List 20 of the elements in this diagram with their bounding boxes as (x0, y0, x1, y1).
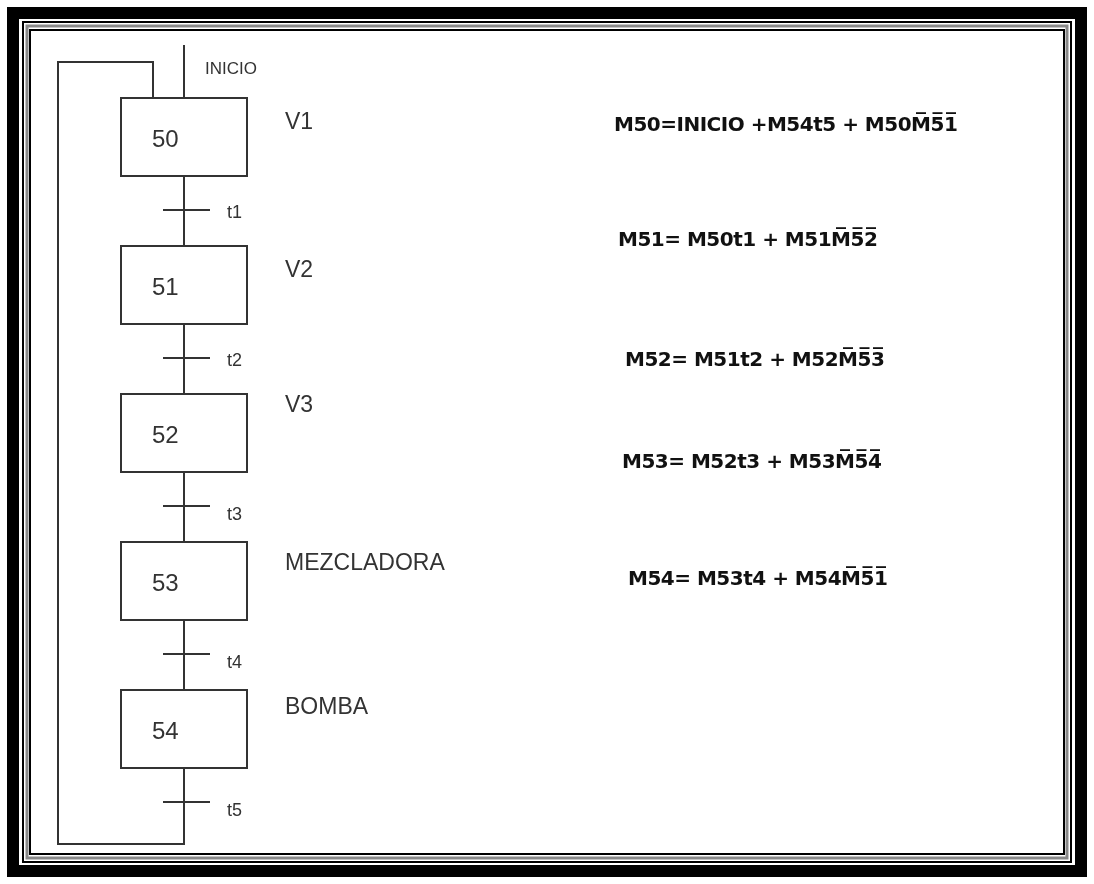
boolean-equation: M54= M53t4 + M54M̅5̅1̅ (628, 566, 888, 590)
step-box (120, 245, 248, 325)
step-box (120, 393, 248, 473)
step-box (120, 541, 248, 621)
step-action-label: MEZCLADORA (285, 549, 445, 576)
boolean-equation: M52= M51t2 + M52M̅5̅3̅ (625, 347, 885, 371)
step-action-label: V1 (285, 108, 314, 135)
step-number: 51 (152, 273, 179, 301)
step-number: 50 (152, 125, 179, 153)
boolean-equation: M50=INICIO +M54t5 + M50M̅5̅1̅ (614, 112, 958, 136)
step-box (120, 689, 248, 769)
boolean-equation: M51= M50t1 + M51M̅5̅2̅ (618, 227, 878, 251)
step-action-label: BOMBA (285, 693, 369, 720)
step-number: 53 (152, 569, 179, 597)
step-number: 54 (152, 717, 179, 745)
step-action-label: V3 (285, 391, 314, 418)
step-action-label: V2 (285, 256, 314, 283)
step-box (120, 97, 248, 177)
step-number: 52 (152, 421, 179, 449)
boolean-equation: M53= M52t3 + M53M̅5̅4̅ (622, 449, 882, 473)
